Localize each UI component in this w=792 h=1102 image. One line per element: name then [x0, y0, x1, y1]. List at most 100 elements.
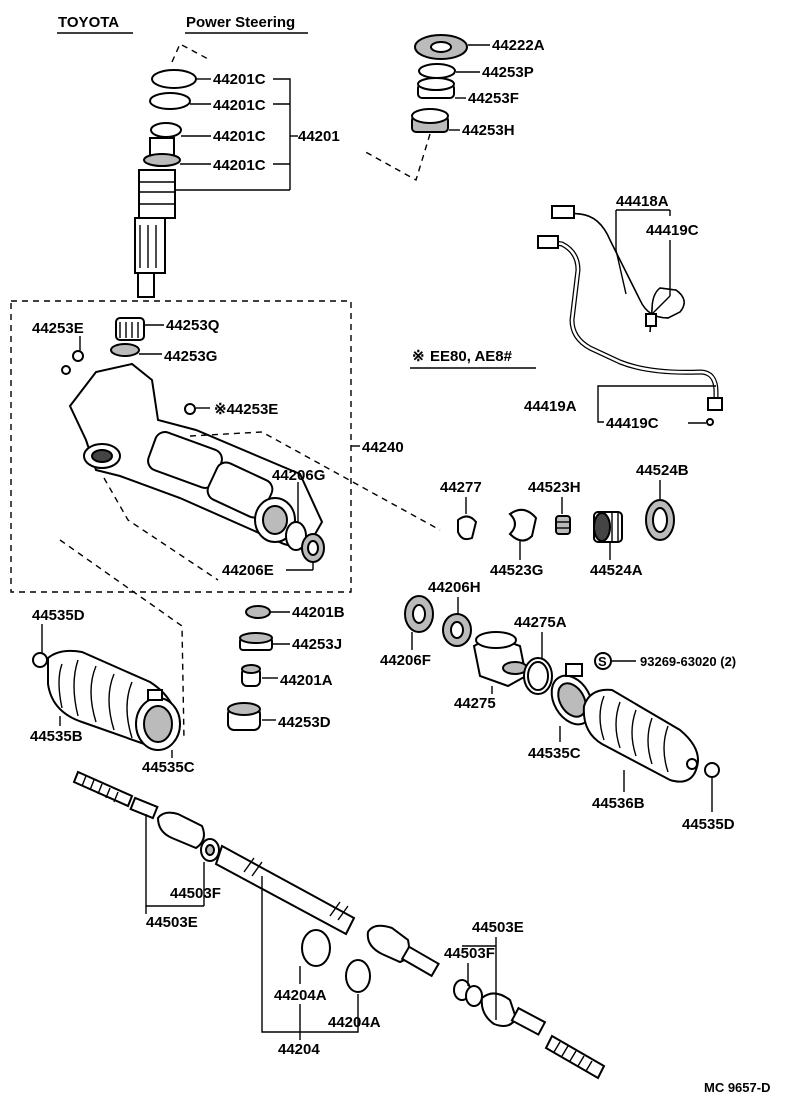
- label-44253h: 44253H: [462, 122, 515, 139]
- part-44277: [457, 515, 478, 541]
- label-44222a: 44222A: [492, 37, 545, 54]
- label-44253e-left: 44253E: [32, 320, 84, 337]
- label-44535b: 44535B: [30, 728, 83, 745]
- label-44419c-top: 44419C: [646, 222, 699, 239]
- part-44253p: [418, 63, 456, 79]
- rack-guide-parts: [457, 499, 675, 543]
- clip-44535d-left: [32, 652, 48, 668]
- label-44535d-right: 44535D: [682, 816, 735, 833]
- label-44535c-left: 44535C: [142, 759, 195, 776]
- tie-rod-left-shaft: [129, 796, 159, 820]
- label-44253e-star: ※44253E: [214, 401, 278, 418]
- label-44503e-left: 44503E: [146, 914, 198, 931]
- clamp-tab-right: [565, 663, 583, 677]
- pinion-dash-line: [171, 43, 211, 63]
- label-44503f-right: 44503F: [444, 945, 495, 962]
- label-44253p: 44253P: [482, 64, 534, 81]
- rack-right-shaft: [400, 945, 440, 978]
- label-44523h: 44523H: [528, 479, 581, 496]
- rack-housing: [61, 317, 441, 581]
- label-44277: 44277: [440, 479, 482, 496]
- label-44253d: 44253D: [278, 714, 331, 731]
- label-44524b: 44524B: [636, 462, 689, 479]
- label-44253f: 44253F: [468, 90, 519, 107]
- part-44253q: [115, 317, 145, 341]
- label-44201c-2: 44201C: [213, 97, 266, 114]
- clamp-tab-left: [147, 689, 163, 701]
- label-44503f-left: 44503F: [170, 885, 221, 902]
- label-44204a-1: 44204A: [274, 987, 327, 1004]
- part-44253g: [110, 343, 140, 357]
- label-44524a: 44524A: [590, 562, 643, 579]
- label-44206e: 44206E: [222, 562, 274, 579]
- label-44201c-1: 44201C: [213, 71, 266, 88]
- shaft-tip: [137, 272, 155, 298]
- tie-rod-end-right: [480, 992, 518, 1027]
- label-44206h: 44206H: [428, 579, 481, 596]
- ring-44201c-2: [149, 92, 191, 110]
- part-44253e-left: [72, 350, 84, 362]
- label-44240: 44240: [362, 439, 404, 456]
- upper-seals: [361, 34, 468, 182]
- label-93269-63020: 93269-63020 (2): [640, 654, 736, 669]
- diagram-code: MC 9657-D: [704, 1080, 770, 1095]
- nut-44503f-right: [465, 985, 483, 1007]
- label-44206f: 44206F: [380, 652, 431, 669]
- label-44201c-4: 44201C: [213, 157, 266, 174]
- label-44535c-right: 44535C: [528, 745, 581, 762]
- label-44503e-right: 44503E: [472, 919, 524, 936]
- pinion-shaft-assembly: [134, 43, 211, 298]
- rack-and-tie-rods: [72, 770, 606, 1080]
- clip-44535d-right: [704, 762, 720, 778]
- ring-44204a-1: [301, 929, 331, 967]
- ring-44201c-3: [150, 122, 182, 138]
- right-boot-assembly: [550, 663, 720, 783]
- part-44523h: [555, 515, 571, 535]
- tube-fitting-top: [551, 205, 575, 219]
- tie-rod-right-shaft: [510, 1006, 547, 1036]
- ring-44201c-4: [143, 153, 181, 167]
- tie-rod-end-left: [156, 811, 205, 850]
- label-44275a: 44275A: [514, 614, 567, 631]
- label-44201b: 44201B: [292, 604, 345, 621]
- boot-44536b: [582, 688, 699, 783]
- housing-dash-lower: [103, 477, 219, 581]
- right-bushing-group: [404, 595, 553, 695]
- label-44201c-3: 44201C: [213, 128, 266, 145]
- tie-rod-end-left-thread: [72, 770, 134, 808]
- shaft-splined: [138, 169, 176, 219]
- brand-label: TOYOTA: [58, 14, 119, 31]
- label-44419c-bot: 44419C: [606, 415, 659, 432]
- rack-bar: [214, 844, 356, 936]
- label-44253q: 44253Q: [166, 317, 220, 334]
- label-44523g: 44523G: [490, 562, 543, 579]
- label-44204: 44204: [278, 1041, 320, 1058]
- tube-fitting-left: [537, 235, 559, 249]
- label-44419a: 44419A: [524, 398, 577, 415]
- tube-44419a: [541, 238, 719, 398]
- label-44201: 44201: [298, 128, 340, 145]
- tie-rod-end-right-thread: [544, 1034, 606, 1080]
- clamp-44419c-top: [645, 313, 657, 327]
- clamp-44419c-bot: [706, 418, 714, 426]
- ring-44204a-2: [345, 959, 371, 993]
- note-symbol: ※: [412, 348, 425, 365]
- diagram-title: Power Steering: [186, 14, 295, 31]
- label-44204a-2: 44204A: [328, 1014, 381, 1031]
- bracket-44201: [273, 78, 291, 190]
- part-44201b: [245, 605, 271, 619]
- ring-44201c-1: [151, 69, 197, 89]
- note-text: EE80, AE8#: [430, 348, 513, 365]
- left-boot-assembly: [32, 649, 181, 751]
- label-44536b: 44536B: [592, 795, 645, 812]
- label-44535d-left: 44535D: [32, 607, 85, 624]
- s-circle-icon: [594, 652, 612, 670]
- valve-seals: [227, 605, 273, 731]
- pressure-tubes: [537, 205, 723, 426]
- label-44206g: 44206G: [272, 467, 325, 484]
- tube-fitting-end: [707, 397, 723, 411]
- label-44253j: 44253J: [292, 636, 342, 653]
- part-44253e-star: [184, 403, 196, 415]
